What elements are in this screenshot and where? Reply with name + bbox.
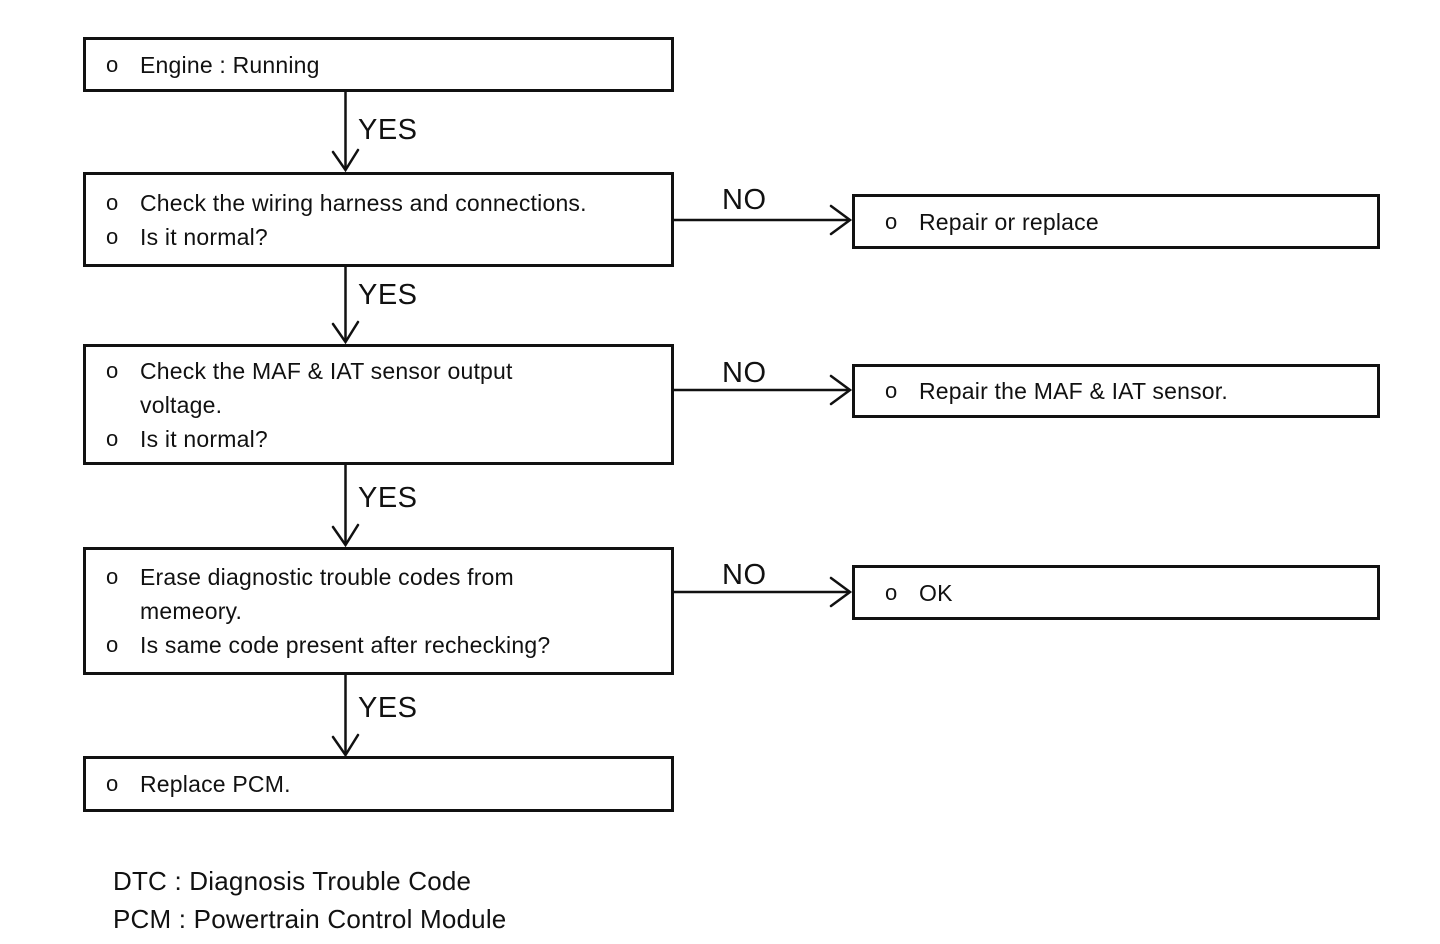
node-item: o Engine : Running [86, 48, 671, 82]
no-label-3: NO [722, 559, 767, 591]
bullet: o [106, 223, 119, 249]
node-text: Is it normal? [140, 223, 268, 250]
bullet: o [106, 771, 119, 796]
bullet: o [106, 189, 119, 215]
node-check-wiring: o Check the wiring harness and connectio… [83, 172, 674, 267]
bullet: o [106, 357, 119, 383]
legend: DTC : Diagnosis Trouble Code PCM : Power… [113, 862, 506, 938]
node-text: Is same code present after rechecking? [140, 632, 551, 658]
node-text: Is it normal? [140, 425, 268, 452]
node-text: Engine : Running [140, 51, 320, 78]
node-item: o Check the wiring harness and connectio… [86, 186, 671, 220]
bullet: o [885, 378, 898, 403]
node-item: o Check the MAF & IAT sensor output volt… [86, 354, 671, 422]
legend-dtc: DTC : Diagnosis Trouble Code [113, 866, 472, 896]
legend-pcm: PCM : Powertrain Control Module [113, 904, 507, 934]
node-text: Repair the MAF & IAT sensor. [919, 378, 1228, 404]
node-text: OK [919, 579, 953, 606]
bullet: o [885, 579, 898, 605]
node-item: o Is it normal? [86, 422, 671, 456]
node-item: o Is it normal? [86, 220, 671, 254]
yes-label-4: YES [358, 692, 418, 724]
node-ok: o OK [852, 565, 1380, 620]
bullet: o [106, 564, 119, 589]
arrowhead-right-icon [829, 374, 853, 406]
node-item: o Repair the MAF & IAT sensor. [855, 374, 1377, 408]
node-text: Repair or replace [919, 208, 1099, 235]
node-item: o Repair or replace [855, 205, 1377, 239]
node-engine-running: o Engine : Running [83, 37, 674, 92]
yes-label-2: YES [358, 279, 418, 311]
node-item: o Is same code present after rechecking? [86, 628, 671, 662]
node-item: o Replace PCM. [86, 767, 671, 801]
node-erase-codes: o Erase diagnostic trouble codes from me… [83, 547, 674, 675]
no-label-2: NO [722, 357, 767, 389]
bullet: o [885, 208, 898, 234]
node-text: Check the MAF & IAT sensor output voltag… [140, 357, 513, 418]
bullet: o [106, 632, 119, 657]
node-text: Replace PCM. [140, 771, 291, 797]
arrowhead-right-icon [829, 204, 853, 236]
node-replace-pcm: o Replace PCM. [83, 756, 674, 812]
yes-label-3: YES [358, 482, 418, 514]
yes-label-1: YES [358, 114, 418, 146]
arrowhead-right-icon [829, 576, 853, 608]
arrowhead-down-icon [331, 523, 360, 548]
node-item: o OK [855, 576, 1377, 610]
arrowhead-down-icon [331, 320, 360, 345]
node-repair-maf-sensor: o Repair the MAF & IAT sensor. [852, 364, 1380, 418]
node-repair-or-replace: o Repair or replace [852, 194, 1380, 249]
bullet: o [106, 425, 119, 451]
node-check-maf-voltage: o Check the MAF & IAT sensor output volt… [83, 344, 674, 465]
arrowhead-down-icon [331, 733, 360, 758]
arrowhead-down-icon [331, 148, 360, 173]
node-text: Erase diagnostic trouble codes from meme… [140, 564, 514, 624]
node-text: Check the wiring harness and connections… [140, 189, 587, 216]
node-item: o Erase diagnostic trouble codes from me… [86, 560, 671, 628]
no-label-1: NO [722, 184, 767, 216]
bullet: o [106, 51, 119, 77]
